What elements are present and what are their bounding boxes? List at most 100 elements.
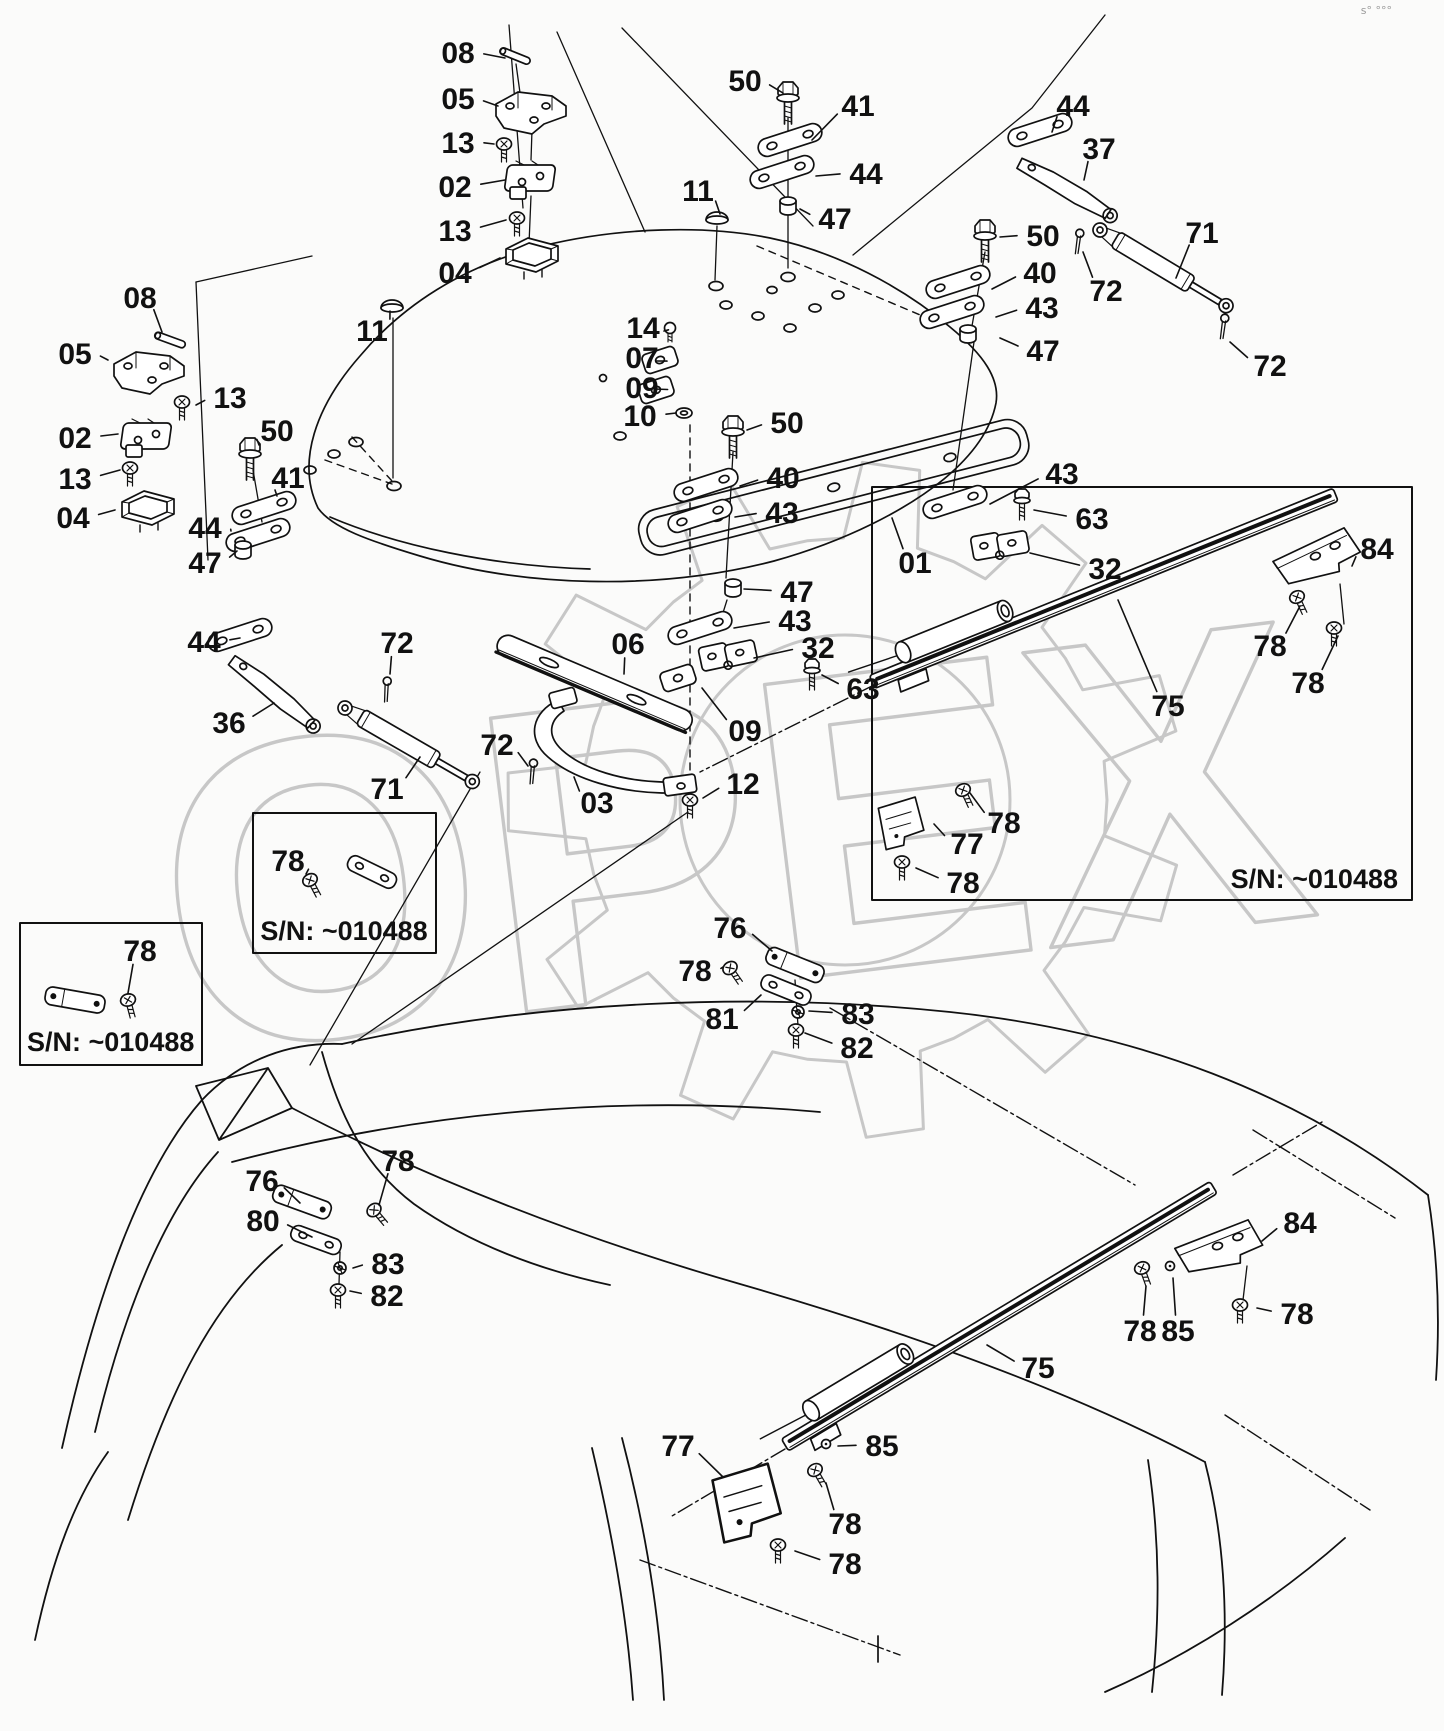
part-label-08: 08 — [123, 282, 156, 315]
part-label-47: 47 — [818, 203, 851, 236]
part-78-screw — [1325, 621, 1343, 647]
leader-line-72 — [1082, 251, 1094, 279]
part-label-09: 09 — [728, 715, 761, 748]
leader-line-77 — [698, 1452, 724, 1478]
panel-holes — [303, 271, 845, 492]
part-label-77: 77 — [661, 1430, 694, 1463]
leader-line-06 — [623, 657, 626, 675]
part-14-bolt — [663, 321, 677, 343]
parts-layer — [43, 45, 1365, 1564]
part-label-78: 78 — [987, 807, 1020, 840]
leader-line-43 — [995, 309, 1018, 318]
leader-line-36 — [252, 702, 275, 718]
part-03-handle — [533, 686, 698, 797]
gear-watermark-icon — [506, 460, 1179, 1139]
part-label-47: 47 — [188, 547, 221, 580]
part-78-screw — [1231, 1298, 1249, 1324]
serial-callout-box — [871, 486, 1413, 901]
part-label-83: 83 — [841, 998, 874, 1031]
part-label-50: 50 — [260, 415, 293, 448]
part-label-80: 80 — [246, 1205, 279, 1238]
part-02-latch — [119, 418, 173, 458]
part-47-grommet — [724, 578, 742, 598]
cab-outline — [34, 1000, 1439, 1701]
part-13-screw — [508, 211, 526, 237]
part-63-bolt — [1013, 488, 1031, 521]
leader-line-04 — [478, 257, 501, 269]
part-label-78: 78 — [678, 955, 711, 988]
leader-line-11 — [714, 200, 721, 215]
part-label-78: 78 — [123, 935, 156, 968]
part-label-47: 47 — [1026, 335, 1059, 368]
boundary-line — [309, 771, 481, 1066]
part-label-78: 78 — [828, 1548, 861, 1581]
leader-line-40 — [739, 479, 759, 487]
part-label-32: 32 — [1088, 553, 1121, 586]
part-label-37: 37 — [1082, 133, 1115, 166]
leader-line-47 — [999, 337, 1019, 347]
part-82-screw — [329, 1283, 347, 1309]
leader-line-78 — [1285, 605, 1301, 634]
part-label-05: 05 — [441, 83, 474, 116]
cab-lower-right-edge — [1104, 1537, 1346, 1693]
part-40-plate — [922, 262, 994, 302]
leader-line-78 — [794, 1550, 821, 1561]
part-label-84: 84 — [1360, 533, 1394, 566]
part-80-plate — [287, 1222, 345, 1258]
part-label-44: 44 — [1056, 90, 1090, 123]
part-83-nut — [791, 1005, 805, 1019]
leader-line-41 — [811, 113, 839, 141]
part-label-78: 78 — [828, 1508, 861, 1541]
part-label-05: 05 — [58, 338, 91, 371]
leader-line-14 — [663, 328, 670, 332]
cab-right-edge — [1427, 1194, 1439, 1381]
part-label-02: 02 — [58, 422, 91, 455]
part-label-13: 13 — [58, 463, 91, 496]
part-label-43: 43 — [765, 497, 798, 530]
part-label-72: 72 — [380, 627, 413, 660]
part-label-10: 10 — [623, 400, 656, 433]
panel-edge-echo — [329, 516, 591, 570]
leader-line-83 — [808, 1010, 833, 1014]
part-04-striker-cup — [505, 237, 559, 280]
part-label-12: 12 — [726, 768, 759, 801]
leader-line-12 — [702, 787, 720, 799]
leader-line-50 — [256, 438, 260, 446]
part-label-75: 75 — [1021, 1352, 1054, 1385]
part-label-75: 75 — [1151, 690, 1184, 723]
leader-line-72 — [1229, 341, 1249, 359]
part-05-bracket — [113, 351, 185, 395]
part-84-bracket — [1171, 1217, 1267, 1279]
centerlines — [639, 685, 1396, 1656]
serial-callout-box — [252, 812, 437, 954]
leader-line-76 — [751, 933, 773, 952]
cab-front-pillar-inner — [1147, 1459, 1159, 1693]
leader-line-01 — [891, 517, 904, 550]
part-05-bracket — [495, 91, 567, 135]
boundary-line — [621, 27, 814, 227]
leader-line-40 — [991, 276, 1017, 290]
cab-door-edge — [34, 1451, 109, 1641]
part-label-02: 02 — [438, 171, 471, 204]
part-label-78: 78 — [946, 867, 979, 900]
part-label-41: 41 — [271, 462, 304, 495]
boundary-line — [556, 31, 646, 233]
leader-line-10 — [665, 412, 677, 416]
leader-line-78 — [825, 1482, 835, 1511]
cab-roof-inner-line — [231, 1104, 821, 1163]
cab-front-pillar — [1204, 1461, 1226, 1696]
part-78-screw — [118, 991, 141, 1021]
part-78-screw — [1286, 587, 1313, 618]
part-label-13: 13 — [441, 127, 474, 160]
leader-line-44 — [1051, 116, 1058, 133]
part-43-plate — [916, 292, 988, 332]
leader-line-43 — [733, 621, 771, 629]
leader-line-09 — [653, 388, 669, 391]
leader-line-78 — [305, 868, 310, 875]
part-labels-layer: 0805130213045041444711443771727250404347… — [56, 37, 1394, 1581]
leader-line-85 — [1172, 1277, 1177, 1316]
leader-line-76 — [283, 1187, 301, 1204]
part-78-screw — [769, 1538, 787, 1564]
leader-line-03 — [573, 776, 581, 792]
panel-opening-frame — [637, 418, 1030, 556]
